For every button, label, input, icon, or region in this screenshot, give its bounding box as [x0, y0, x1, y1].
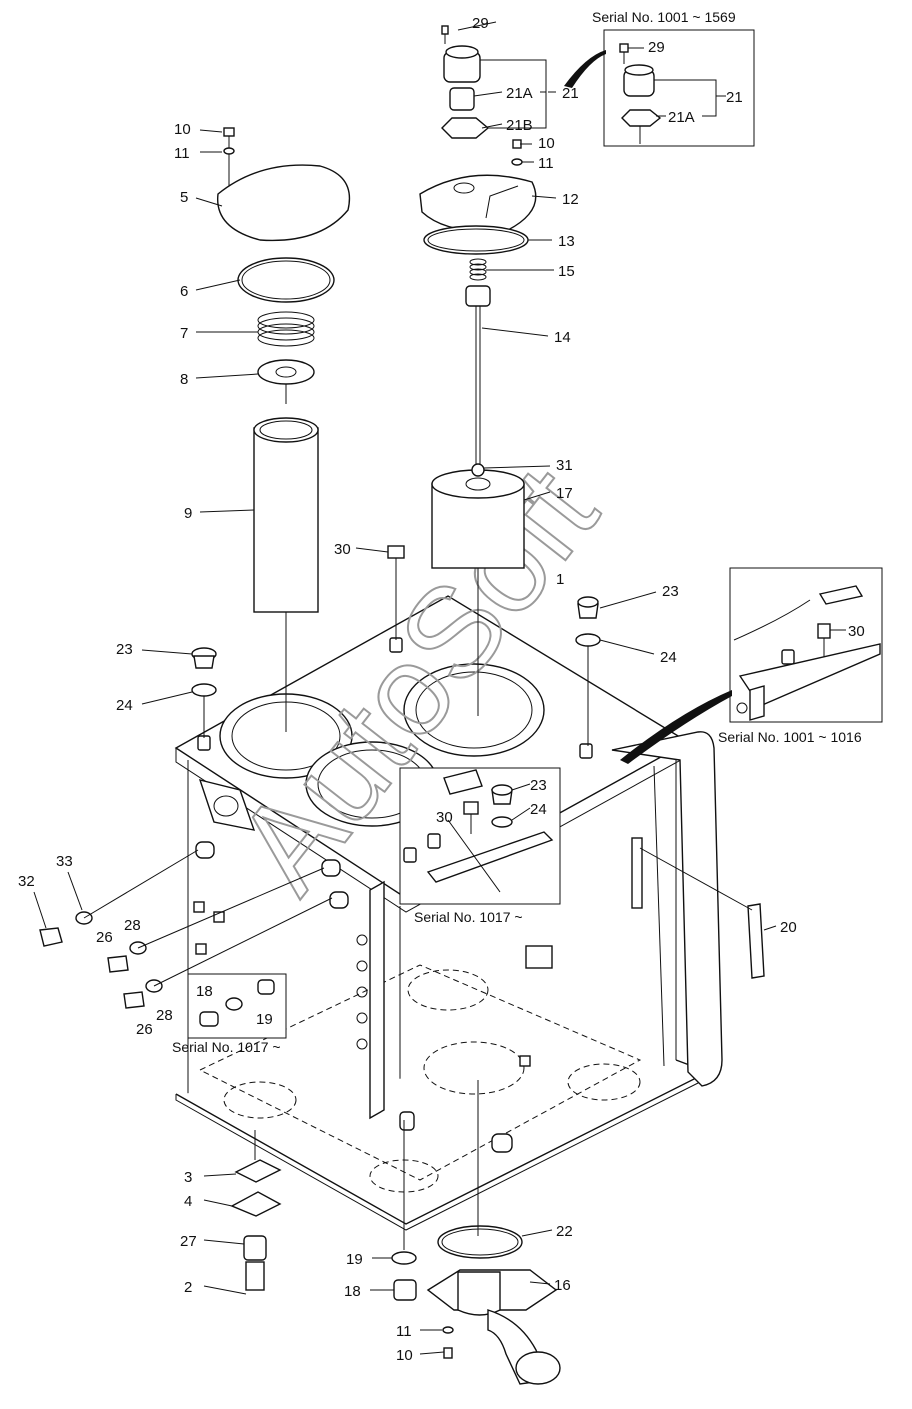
callout-28-b: 28 — [156, 1007, 173, 1024]
callout-20: 20 — [780, 919, 797, 936]
callout-26-a: 26 — [96, 929, 113, 946]
callout-23-left: 23 — [116, 641, 133, 658]
caption-serial-1017-left: Serial No. 1017 ~ — [172, 1039, 281, 1055]
inset-callout-30-right: 30 — [848, 623, 865, 640]
left-filter-assembly — [217, 127, 351, 732]
callout-33: 33 — [56, 853, 73, 870]
inset-serial-1001-1016 — [620, 567, 883, 764]
callout-27: 27 — [180, 1233, 197, 1250]
callout-17: 17 — [556, 485, 573, 502]
callout-21A: 21A — [506, 85, 533, 102]
callout-29: 29 — [472, 15, 489, 32]
inset-callout-21: 21 — [726, 89, 743, 106]
callout-18: 18 — [344, 1283, 361, 1300]
callout-19-inset: 19 — [256, 1011, 273, 1028]
callout-19: 19 — [346, 1251, 363, 1268]
callout-16: 16 — [554, 1277, 571, 1294]
callout-5: 5 — [180, 189, 188, 206]
callout-31: 31 — [556, 457, 573, 474]
callout-24-left: 24 — [116, 697, 133, 714]
callout-14: 14 — [554, 329, 571, 346]
callout-30: 30 — [334, 541, 351, 558]
callout-12: 12 — [562, 191, 579, 208]
inset-serial-1017-middle — [399, 767, 561, 905]
callout-15: 15 — [558, 263, 575, 280]
callout-13: 13 — [558, 233, 575, 250]
caption-serial-1001-1569: Serial No. 1001 ~ 1569 — [592, 9, 736, 25]
callout-2: 2 — [184, 1279, 192, 1296]
inset-callout-23-mid: 23 — [530, 777, 547, 794]
callout-18-inset: 18 — [196, 983, 213, 1000]
callout-1: 1 — [556, 571, 564, 588]
callout-8: 8 — [180, 371, 188, 388]
callout-24-right: 24 — [660, 649, 677, 666]
serial-captions: Serial No. 1001 ~ 1569 Serial No. 1001 ~… — [172, 9, 862, 1055]
small-parts — [39, 545, 765, 1385]
callout-28-a: 28 — [124, 917, 141, 934]
right-filter-assembly — [419, 25, 537, 716]
callout-10: 10 — [174, 121, 191, 138]
callout-9: 9 — [184, 505, 192, 522]
callout-26-b: 26 — [136, 1021, 153, 1038]
tank-body — [174, 595, 723, 1231]
callout-6: 6 — [180, 283, 188, 300]
callout-7: 7 — [180, 325, 188, 342]
callout-32: 32 — [18, 873, 35, 890]
spring-7 — [257, 311, 315, 347]
callout-3: 3 — [184, 1169, 192, 1186]
inset-serial-1001-1569 — [564, 29, 755, 147]
inset-callout-30-mid: 30 — [436, 809, 453, 826]
caption-serial-1017-mid: Serial No. 1017 ~ — [414, 909, 523, 925]
inset-callout-24-mid: 24 — [530, 801, 547, 818]
caption-serial-1001-1016: Serial No. 1001 ~ 1016 — [718, 729, 862, 745]
callout-11-bottom: 11 — [396, 1323, 412, 1340]
callout-22: 22 — [556, 1223, 573, 1240]
callout-4: 4 — [184, 1193, 192, 1210]
callout-10-bottom: 10 — [396, 1347, 413, 1364]
inset-callout-29: 29 — [648, 39, 665, 56]
callout-21: 21 — [562, 85, 579, 102]
inset-serial-1017-left — [187, 973, 287, 1039]
callout-11: 11 — [174, 145, 190, 162]
leader-lines — [33, 21, 846, 1355]
callout-labels: 29 21A 21 21B 10 11 5 6 7 8 9 10 11 12 1… — [18, 15, 865, 1364]
callout-23-right: 23 — [662, 583, 679, 600]
spring-15 — [469, 258, 487, 281]
callout-10-right: 10 — [538, 135, 555, 152]
inset-callout-21A: 21A — [668, 109, 695, 126]
callout-11-right: 11 — [538, 155, 554, 172]
callout-21B: 21B — [506, 117, 533, 134]
